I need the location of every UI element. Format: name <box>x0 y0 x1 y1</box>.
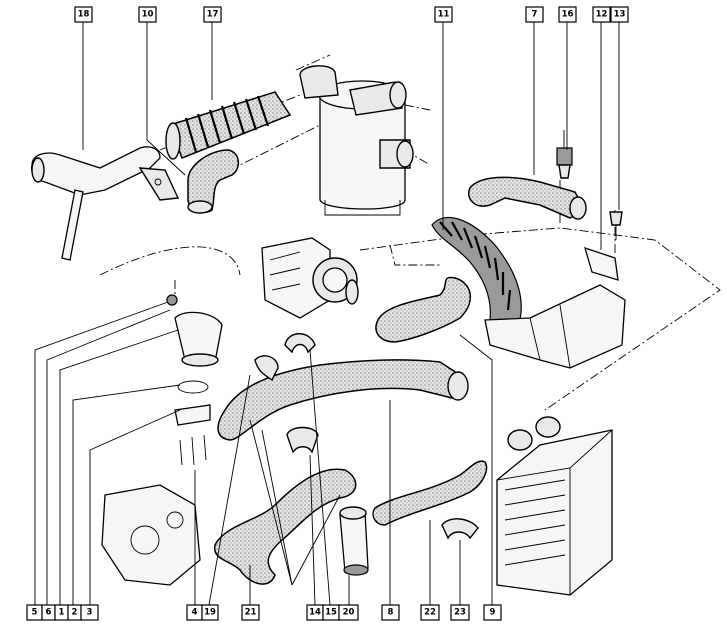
callout-8: 8 <box>388 608 394 618</box>
callout-15: 15 <box>325 608 337 618</box>
callout-1: 1 <box>59 608 65 618</box>
callout-6: 6 <box>46 608 52 618</box>
callout-17: 17 <box>207 10 219 20</box>
hose-21 <box>214 468 357 585</box>
callout-13: 13 <box>614 10 626 20</box>
bellows-17 <box>165 91 292 160</box>
turbocharger <box>261 237 359 319</box>
callout-23: 23 <box>454 608 466 618</box>
hose-22 <box>372 460 488 526</box>
hose-7 <box>468 176 587 220</box>
air-filter-housing <box>299 65 414 216</box>
callout-19: 19 <box>204 608 216 618</box>
callout-5: 5 <box>32 608 38 618</box>
clip-23 <box>441 518 479 540</box>
corrugated-hose-11 <box>431 217 522 321</box>
sensor-16 <box>556 130 573 179</box>
air-duct <box>484 284 626 369</box>
clamp-19 <box>254 355 279 382</box>
bracket-12 <box>584 246 619 281</box>
inlet-stack <box>166 294 223 466</box>
callout-10: 10 <box>142 10 154 20</box>
engine-fragment <box>101 484 201 586</box>
bolt-13 <box>609 211 623 240</box>
callout-7: 7 <box>532 10 538 20</box>
callout-11: 11 <box>438 10 450 20</box>
leader-lines <box>34 22 620 606</box>
callout-4: 4 <box>192 608 198 618</box>
callout-12: 12 <box>596 10 608 20</box>
callouts: 18 10 17 11 7 16 12 13 5 6 1 2 3 4 19 21… <box>26 6 629 621</box>
hose-8 <box>217 359 469 441</box>
callout-21: 21 <box>245 608 257 618</box>
callout-16: 16 <box>562 10 574 20</box>
callout-14: 14 <box>309 608 321 618</box>
pipe-18 <box>30 146 180 261</box>
callout-18: 18 <box>78 10 90 20</box>
clamp-15 <box>284 333 316 354</box>
intercooler <box>496 416 613 596</box>
clamp-14 <box>286 426 319 454</box>
callout-22: 22 <box>424 608 436 618</box>
callout-9: 9 <box>490 608 496 618</box>
hose-9 <box>375 276 472 343</box>
elbow-hose-10 <box>187 149 240 214</box>
callout-3: 3 <box>87 608 93 618</box>
callout-2: 2 <box>72 608 78 618</box>
callout-20: 20 <box>343 608 355 618</box>
canister-20 <box>339 506 369 576</box>
